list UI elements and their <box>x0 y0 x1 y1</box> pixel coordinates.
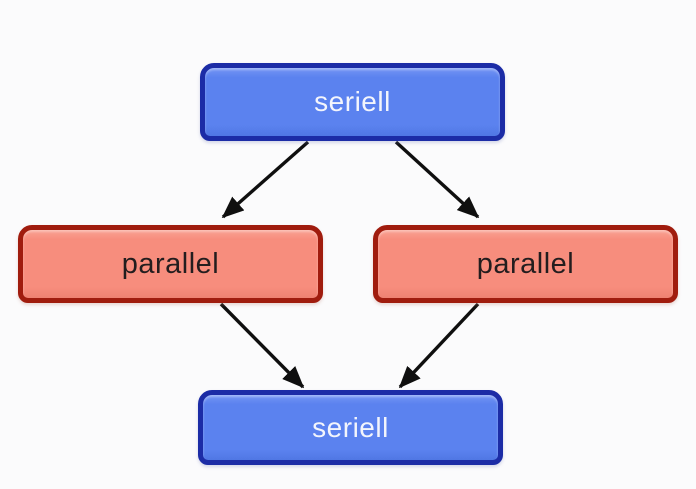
edge-seriell-top-to-parallel-right <box>394 140 480 219</box>
node-parallel-right: parallel <box>373 225 678 303</box>
edge-parallel-left-to-seriell-bottom <box>219 302 305 389</box>
edge-parallel-right-to-seriell-bottom <box>398 302 480 389</box>
node-seriell-bottom: seriell <box>198 390 503 465</box>
node-seriell-top: seriell <box>200 63 505 141</box>
node-label: seriell <box>314 86 391 117</box>
node-label: seriell <box>312 411 389 443</box>
edge-seriell-top-to-parallel-left <box>221 140 310 219</box>
node-label: parallel <box>121 247 220 280</box>
node-parallel-left: parallel <box>18 225 323 303</box>
node-label: parallel <box>476 247 575 280</box>
